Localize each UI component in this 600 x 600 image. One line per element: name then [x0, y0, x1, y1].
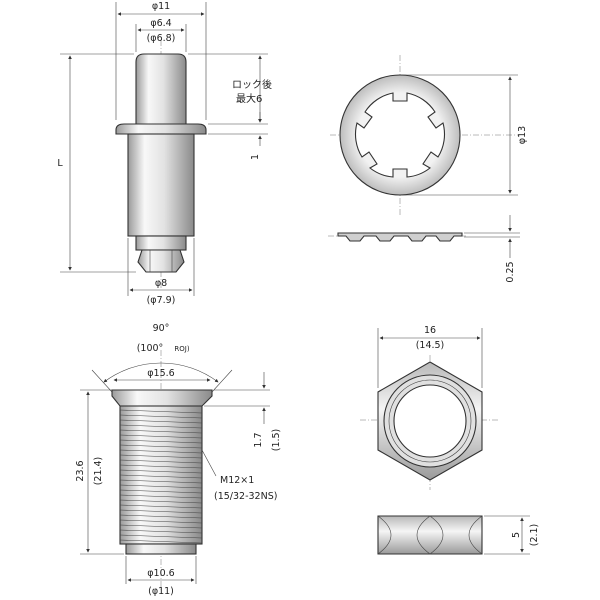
lock-note-line2: 最大6 — [236, 92, 262, 105]
dim-bushing-height-alt: (21.4) — [93, 457, 104, 486]
nut-side — [377, 515, 483, 555]
washer-inner-teeth — [354, 92, 446, 178]
hex-nut-view: 16 (14.5) 5 (2.1) — [360, 325, 540, 555]
plunger-body — [127, 133, 195, 237]
dim-angle-alt: (100° — [137, 343, 164, 354]
dim-pin-dia: φ6.4 — [150, 18, 171, 29]
thread-line — [119, 454, 203, 459]
thread-line — [119, 474, 203, 479]
thread-line — [119, 509, 203, 514]
thread-line — [119, 514, 203, 519]
thread-line — [119, 489, 203, 494]
thread-note-alt: (15/32-32NS) — [214, 491, 277, 502]
plunger-view: φ11 φ6.4 (φ6.8) L ロック後 最大6 1 φ8 (φ7.9) — [57, 1, 272, 306]
thread-line — [119, 469, 203, 474]
dim-nut-width: 16 — [424, 325, 436, 336]
thread-line — [119, 539, 203, 544]
dim-plunger-bottom-dia-alt: (φ7.9) — [147, 295, 176, 306]
thread-line — [119, 499, 203, 504]
bushing-head — [111, 389, 213, 407]
thread-line — [119, 419, 203, 424]
thread-line — [119, 459, 203, 464]
dim-washer-thk: 0.25 — [505, 261, 516, 282]
dim-plunger-top-dia: φ11 — [152, 1, 170, 12]
dim-length: L — [57, 158, 63, 169]
lock-note-line1: ロック後 — [232, 78, 272, 91]
washer-side — [337, 232, 463, 242]
plunger-tip — [137, 249, 185, 273]
dim-washer-dia: φ13 — [517, 126, 528, 144]
thread-line — [119, 519, 203, 524]
bushing-view: 90° (100° ROJ) φ15.6 23.6 (21.4) 1.7 (1.… — [75, 323, 282, 597]
dim-nut-width-alt: (14.5) — [416, 340, 445, 351]
dim-flange-thk: 1 — [250, 154, 261, 160]
dim-bushing-bottom-dia: φ10.6 — [147, 568, 174, 579]
dim-bushing-height: 23.6 — [75, 460, 86, 481]
thread-line — [119, 414, 203, 419]
thread-line — [119, 434, 203, 439]
dim-bushing-bottom-dia-alt: (φ11) — [148, 586, 174, 597]
dim-angle-alt-note: ROJ) — [174, 345, 189, 353]
plunger-flange — [115, 123, 207, 135]
thread-line — [119, 464, 203, 469]
dim-head-dia: φ15.6 — [147, 368, 174, 379]
plunger-pin — [135, 53, 187, 125]
thread-line — [119, 524, 203, 529]
thread-line — [119, 424, 203, 429]
thread-line — [119, 504, 203, 509]
thread-line — [119, 529, 203, 534]
thread-line — [119, 429, 203, 434]
dim-head-thk: 1.7 — [253, 432, 264, 447]
dim-head-thk-alt: (1.5) — [271, 429, 282, 452]
dim-nut-thk: 5 — [511, 532, 522, 538]
dim-plunger-bottom-dia: φ8 — [155, 278, 167, 289]
nut-bore — [393, 384, 467, 458]
lock-washer-view: φ13 0.25 — [328, 55, 528, 283]
thread-note: M12×1 — [220, 475, 254, 486]
thread-line — [119, 449, 203, 454]
dim-nut-thk-alt: (2.1) — [529, 524, 540, 547]
thread-line — [119, 494, 203, 499]
thread-line — [119, 444, 203, 449]
thread-line — [119, 534, 203, 539]
thread-line — [119, 439, 203, 444]
dim-angle: 90° — [153, 323, 170, 334]
thread-line — [119, 484, 203, 489]
thread-line — [119, 479, 203, 484]
dim-pin-dia-alt: (φ6.8) — [147, 33, 176, 44]
thread-line — [119, 409, 203, 414]
